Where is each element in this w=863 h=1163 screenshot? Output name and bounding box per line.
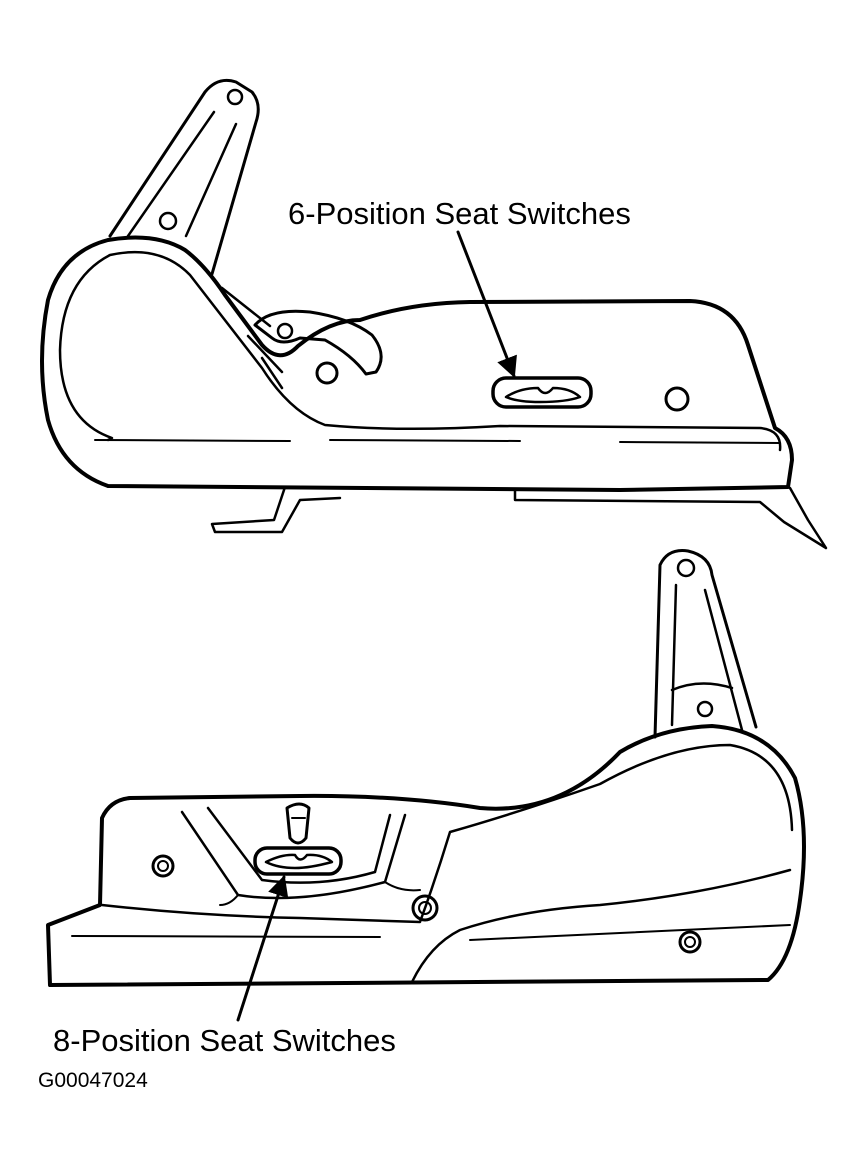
top-hinge-pivot-upper: [226, 88, 244, 106]
top-seat-body-outline: [40, 235, 794, 492]
bottom-fastener-rear: [678, 930, 702, 954]
six-position-switch: [491, 376, 593, 409]
six-position-seat-switches-label: 6-Position Seat Switches: [288, 196, 631, 231]
bottom-seat-hinge-bracket: [653, 549, 758, 739]
top-fastener-front: [315, 361, 339, 385]
top-seat-hinge-bracket: [108, 78, 260, 276]
bottom-lumbar-knob: [285, 802, 311, 845]
figure-id: G00047024: [38, 1069, 148, 1092]
bottom-seat-side-shield: [46, 549, 806, 987]
bottom-hinge-pivot-upper: [676, 558, 696, 578]
bottom-fastener-middle: [411, 894, 439, 922]
bottom-seat-body-outline: [46, 724, 806, 987]
eight-position-leader-arrow: [236, 875, 289, 1022]
eight-position-switch: [253, 846, 343, 876]
top-seat-side-shield: [40, 78, 828, 550]
top-recline-lever: [253, 309, 383, 376]
top-fastener-rear: [664, 386, 690, 412]
bottom-hinge-pivot-lower: [696, 700, 714, 718]
bottom-switch-bay: [180, 810, 407, 900]
top-hinge-pivot-lower: [158, 211, 178, 231]
top-seat-track: [210, 485, 342, 534]
eight-position-seat-switches-label: 8-Position Seat Switches: [53, 1023, 396, 1058]
six-position-leader-arrow: [456, 230, 517, 378]
bottom-fastener-front: [151, 854, 175, 878]
